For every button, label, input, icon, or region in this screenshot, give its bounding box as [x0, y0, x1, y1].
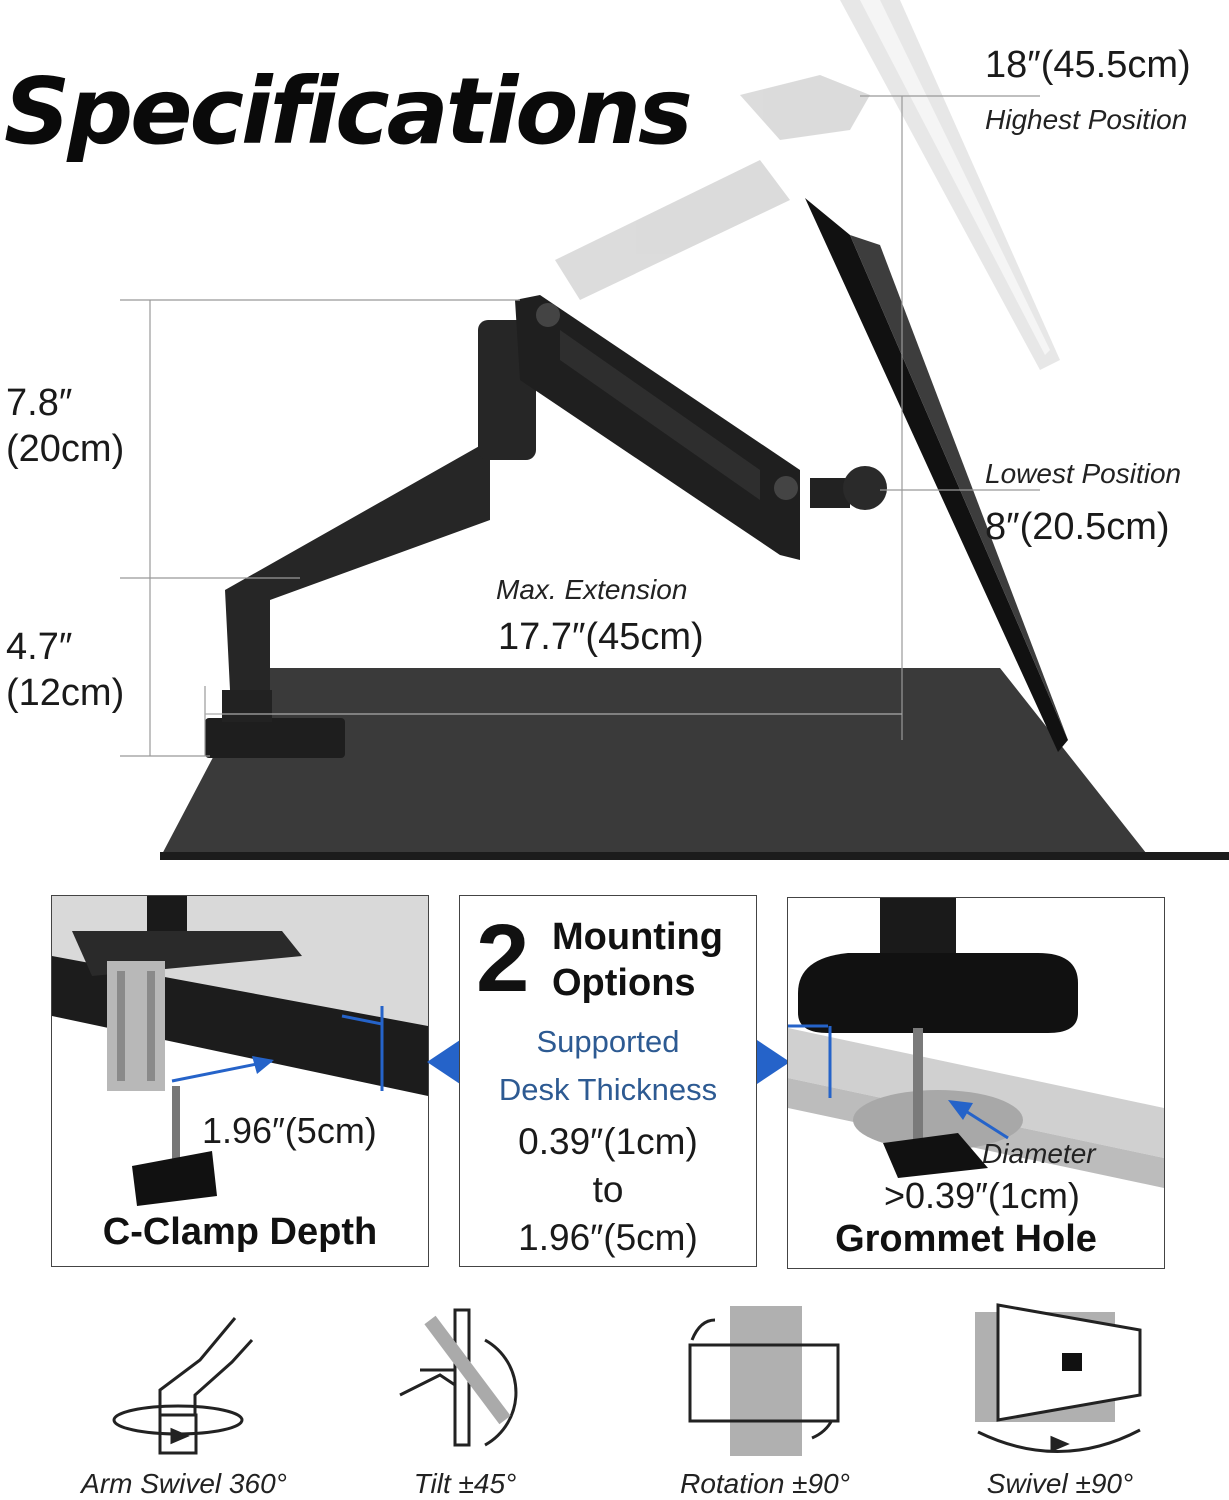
- mounting-heading-line1: Mounting: [552, 916, 723, 958]
- upper-height-dimension: 7.8″ (20cm): [6, 380, 124, 472]
- max-extension-label: Max. Extension: [496, 574, 688, 605]
- arm-swivel-icon: [112, 1317, 254, 1455]
- feature-label-arm-swivel: Arm Swivel 360°: [81, 1468, 287, 1499]
- lower-height-in: 4.7″: [6, 626, 73, 668]
- c-clamp-label: C-Clamp Depth: [102, 1211, 378, 1253]
- lower-height-dimension: 4.7″ (12cm): [6, 624, 124, 716]
- feature-label-rotation: Rotation ±90°: [680, 1468, 850, 1499]
- upper-height-in: 7.8″: [6, 382, 73, 424]
- desk-thickness-line2: Desk Thickness: [498, 1072, 718, 1107]
- max-extension-value: 17.7″(45cm): [498, 616, 704, 658]
- c-clamp-value: 1.96″(5cm): [202, 1110, 377, 1151]
- lower-height-cm: (12cm): [6, 672, 125, 714]
- range-from: 0.39″(1cm): [518, 1121, 698, 1162]
- mounting-heading-line2: Options: [552, 962, 696, 1004]
- monitor-arm-illustration: [120, 0, 1229, 860]
- desk-thickness-line1: Supported: [536, 1024, 680, 1059]
- grommet-panel: Diameter >0.39″(1cm) Grommet Hole: [787, 897, 1165, 1269]
- page-title: Specifications: [4, 58, 693, 165]
- grommet-value: >0.39″(1cm): [884, 1175, 1080, 1216]
- mounting-options-heading: Mounting Options: [552, 914, 723, 1006]
- mounting-options-number: 2: [476, 905, 530, 1012]
- feature-label-swivel: Swivel ±90°: [986, 1468, 1134, 1499]
- upper-height-cm: (20cm): [6, 428, 125, 470]
- swivel-icon: [975, 1303, 1142, 1453]
- tilt-icon: [399, 1308, 518, 1447]
- grommet-label: Grommet Hole: [835, 1218, 1097, 1260]
- lowest-position-label: Lowest Position: [985, 458, 1182, 489]
- range-to: 1.96″(5cm): [518, 1217, 698, 1258]
- c-clamp-panel: 1.96″(5cm) C-Clamp Depth: [51, 895, 429, 1267]
- range-to-word: to: [592, 1169, 624, 1210]
- feature-label-tilt: Tilt ±45°: [413, 1468, 517, 1499]
- rotation-icon: [688, 1306, 840, 1456]
- highest-position-value: 18″(45.5cm): [985, 44, 1191, 86]
- lowest-position-value: 8″(20.5cm): [985, 506, 1170, 548]
- highest-position-label: Highest Position: [985, 104, 1188, 135]
- c-clamp-illustration: [52, 896, 428, 1206]
- grommet-illustration: [788, 898, 1164, 1188]
- desk-thickness-range: 0.39″(1cm) to 1.96″(5cm): [460, 1118, 756, 1262]
- mounting-options-panel: 2 Mounting Options Supported Desk Thickn…: [459, 895, 757, 1267]
- desk-thickness-caption: Supported Desk Thickness: [460, 1018, 756, 1114]
- grommet-diameter-label: Diameter: [982, 1138, 1096, 1169]
